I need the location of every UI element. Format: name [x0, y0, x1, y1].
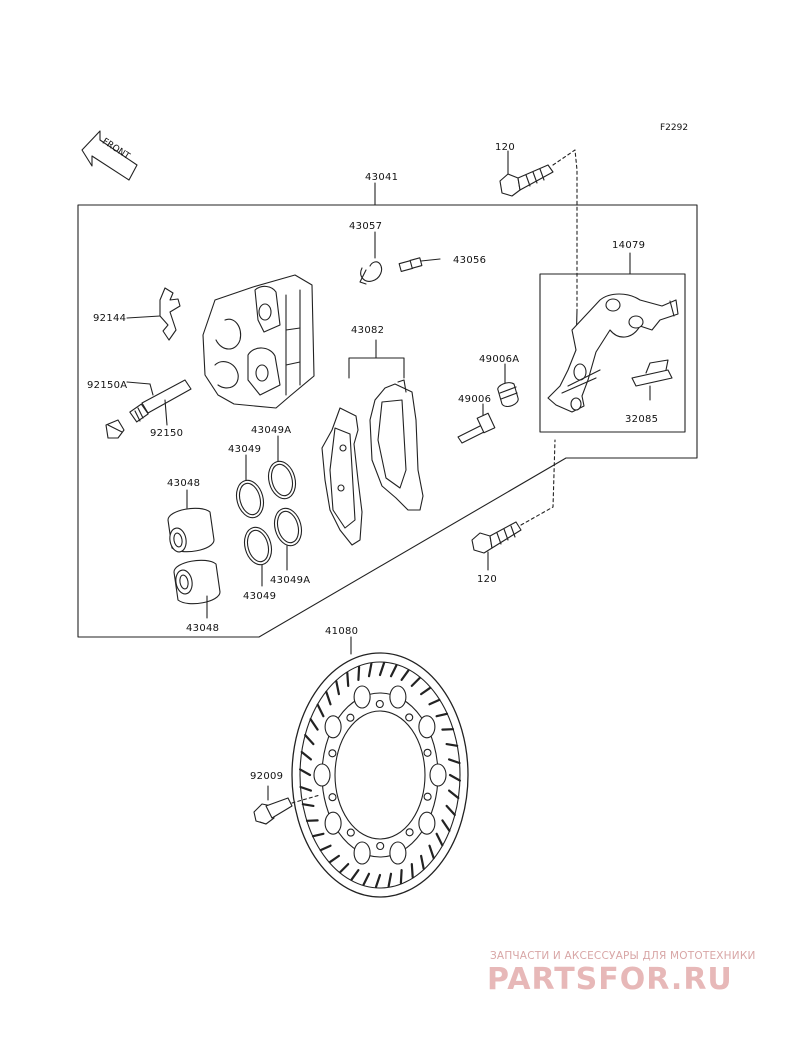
label-43041: 43041: [365, 172, 398, 183]
brake-disc-41080: [291, 636, 469, 898]
bleeder-43056: [398, 257, 441, 272]
brake-pad-right: [369, 379, 424, 511]
brake-pad-left: [321, 407, 363, 546]
pad-spring-92144: [126, 287, 181, 341]
label-43048-bottom: 43048: [186, 623, 219, 634]
bolt-120-bottom: [471, 439, 556, 571]
clip-43057: [359, 231, 383, 285]
label-49006A: 49006A: [479, 354, 519, 365]
label-43049A-bottom: 43049A: [270, 575, 310, 586]
seal-43049A-top: [267, 435, 297, 500]
caliper-body: [202, 274, 315, 409]
label-43082: 43082: [351, 325, 384, 336]
watermark-tagline: ЗАПЧАСТИ И АКСЕССУАРЫ ДЛЯ МОТОТЕХНИКИ: [490, 950, 756, 962]
piston-43048-bottom: [173, 559, 221, 619]
pin-92150: [129, 379, 192, 426]
label-43049-top: 43049: [228, 444, 261, 455]
label-92144: 92144: [93, 313, 126, 324]
label-92150: 92150: [150, 428, 183, 439]
caliper-assembly-frame: [77, 204, 698, 638]
front-arrow-icon: FRONT: [81, 130, 138, 181]
seal-43049A-bottom: [273, 507, 303, 571]
label-43056: 43056: [453, 255, 486, 266]
piston-43048-top: [167, 489, 215, 553]
label-43049A-top: 43049A: [251, 425, 291, 436]
pin-49006: [457, 403, 496, 444]
label-41080: 41080: [325, 626, 358, 637]
boot-49006A: [497, 363, 519, 407]
label-92009: 92009: [250, 771, 283, 782]
label-120-bottom: 120: [477, 574, 497, 585]
label-32085: 32085: [625, 414, 658, 425]
watermark-logo: PARTSFOR.RU: [487, 962, 733, 997]
label-49006: 49006: [458, 394, 491, 405]
seal-43049-top: [235, 454, 265, 519]
clip-32085: [631, 359, 673, 401]
label-43057: 43057: [349, 221, 382, 232]
seal-43049-bottom: [243, 526, 273, 587]
pin-plug-92150A: [105, 381, 154, 439]
label-120-top: 120: [495, 142, 515, 153]
disc-bolt-92009: [253, 785, 321, 825]
bracket-subframe: [539, 273, 686, 433]
bracket-14079: [547, 293, 679, 413]
bolt-120-top: [499, 150, 554, 197]
label-14079: 14079: [612, 240, 645, 251]
label-92150A: 92150A: [87, 380, 127, 391]
label-43049-bottom: 43049: [243, 591, 276, 602]
ref-code: F2292: [660, 123, 688, 133]
label-43048-top: 43048: [167, 478, 200, 489]
